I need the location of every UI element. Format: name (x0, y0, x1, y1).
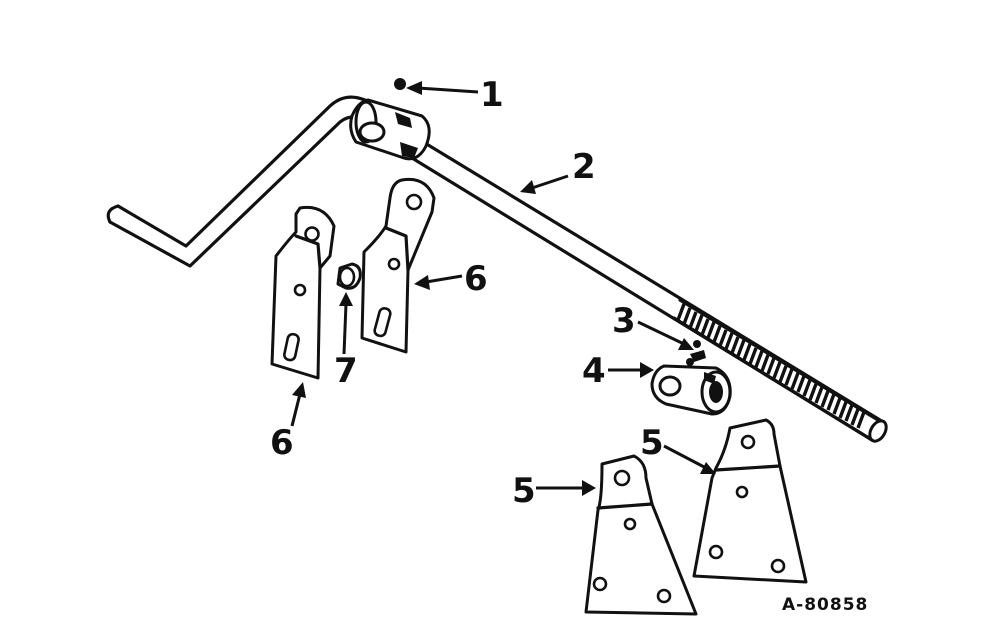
thread-section (672, 298, 880, 442)
set-screw-part (394, 78, 406, 90)
bracket-strap-right (360, 177, 436, 354)
bearing-plate-left (584, 454, 698, 616)
bracket-strap-left (270, 205, 336, 380)
collar-part (650, 358, 732, 416)
callout-2: 2 (572, 147, 596, 187)
spacer-part (336, 262, 362, 290)
callout-6-right: 6 (464, 259, 488, 299)
figure-code: A-80858 (782, 595, 868, 615)
upper-collar (349, 98, 431, 161)
set-screw-small-part (690, 340, 706, 362)
callout-5-lower: 5 (512, 471, 536, 511)
bearing-plate-right (692, 418, 808, 584)
leader-arrows (290, 81, 716, 496)
callout-7: 7 (334, 351, 358, 391)
callout-4: 4 (582, 351, 606, 391)
callout-5-upper: 5 (640, 423, 664, 463)
callout-labels: 1 2 3 4 5 5 6 6 7 (270, 75, 664, 511)
shaft-crank-part (106, 95, 888, 443)
callout-3: 3 (612, 301, 636, 341)
callout-1: 1 (480, 75, 504, 115)
callout-6-left: 6 (270, 423, 294, 463)
